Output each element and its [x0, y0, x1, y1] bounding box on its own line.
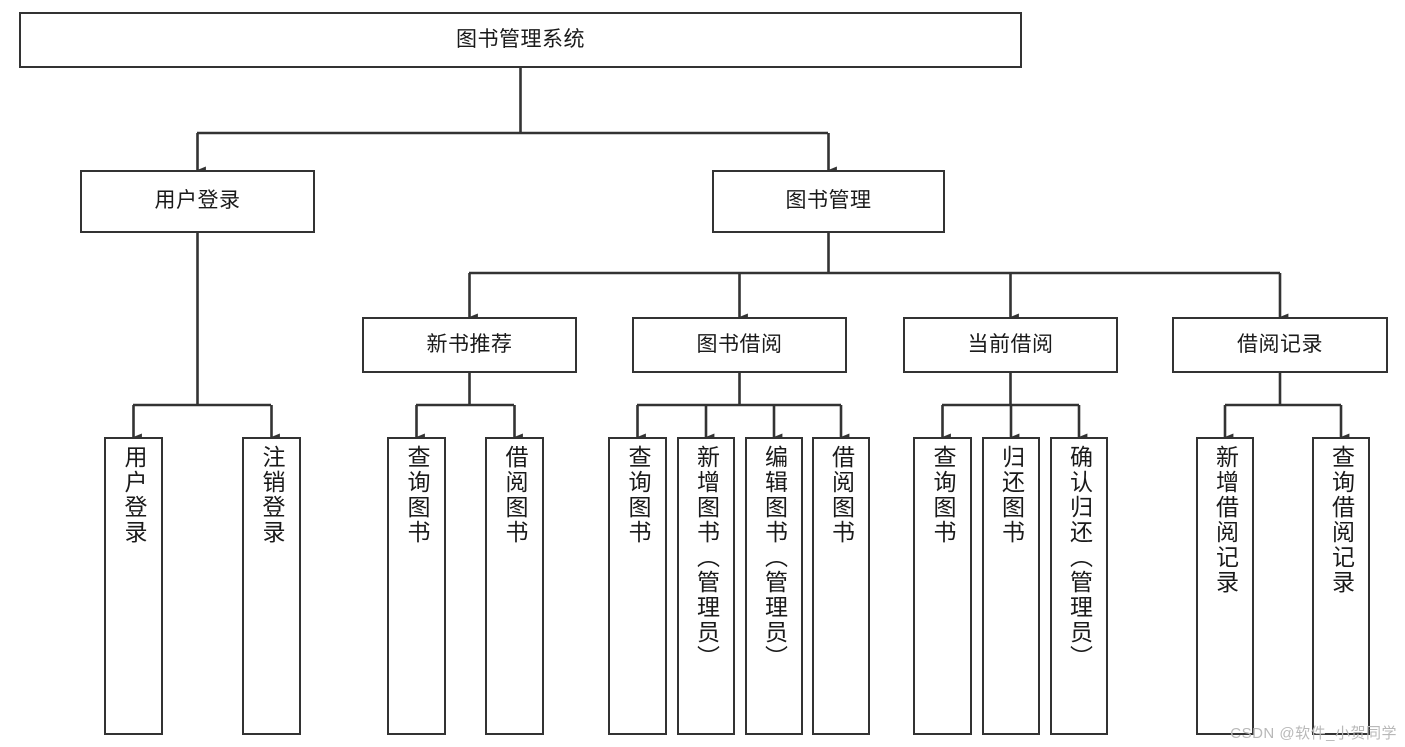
node-leaf_login2[interactable]: 注销登录: [242, 437, 301, 735]
node-label: 确认归还（管理员）: [1066, 445, 1093, 670]
node-label: 查询借阅记录: [1328, 445, 1355, 595]
node-leaf_cur3[interactable]: 确认归还（管理员）: [1050, 437, 1108, 735]
node-label: 用户登录: [154, 189, 241, 213]
node-leaf_login1[interactable]: 用户登录: [104, 437, 163, 735]
node-label: 当前借阅: [967, 332, 1054, 356]
node-leaf_cur1[interactable]: 查询图书: [913, 437, 972, 735]
node-leaf_cur2[interactable]: 归还图书: [982, 437, 1040, 735]
watermark-label: CSDN @软件_小贺同学: [1230, 725, 1397, 742]
node-label: 图书借阅: [696, 332, 783, 356]
node-label: 新书推荐: [426, 332, 513, 356]
node-label: 图书管理系统: [456, 27, 585, 51]
node-label: 借阅图书: [502, 445, 528, 545]
node-root[interactable]: 图书管理系统: [19, 12, 1022, 68]
node-leaf_rec1[interactable]: 新增借阅记录: [1196, 437, 1254, 735]
node-label: 借阅记录: [1237, 332, 1323, 356]
node-borrow[interactable]: 图书借阅: [632, 317, 847, 373]
node-label: 查询图书: [404, 445, 430, 545]
node-label: 用户登录: [121, 445, 147, 545]
node-login[interactable]: 用户登录: [80, 170, 315, 233]
node-label: 查询图书: [625, 445, 651, 545]
node-leaf_bor3[interactable]: 编辑图书（管理员）: [745, 437, 803, 735]
node-label: 图书管理: [785, 189, 872, 213]
node-leaf_new2[interactable]: 借阅图书: [485, 437, 544, 735]
node-records[interactable]: 借阅记录: [1172, 317, 1388, 373]
node-label: 新增图书（管理员）: [693, 445, 720, 670]
node-label: 新增借阅记录: [1212, 445, 1239, 595]
node-leaf_bor1[interactable]: 查询图书: [608, 437, 667, 735]
node-label: 编辑图书（管理员）: [761, 445, 788, 670]
node-bookmgmt[interactable]: 图书管理: [712, 170, 945, 233]
node-current[interactable]: 当前借阅: [903, 317, 1118, 373]
node-leaf_bor2[interactable]: 新增图书（管理员）: [677, 437, 735, 735]
node-label: 归还图书: [998, 445, 1025, 545]
node-leaf_rec2[interactable]: 查询借阅记录: [1312, 437, 1370, 735]
node-leaf_new1[interactable]: 查询图书: [387, 437, 446, 735]
node-newbook[interactable]: 新书推荐: [362, 317, 577, 373]
node-label: 查询图书: [930, 445, 956, 545]
node-label: 借阅图书: [828, 445, 855, 545]
node-label: 注销登录: [259, 445, 285, 545]
node-leaf_bor4[interactable]: 借阅图书: [812, 437, 870, 735]
